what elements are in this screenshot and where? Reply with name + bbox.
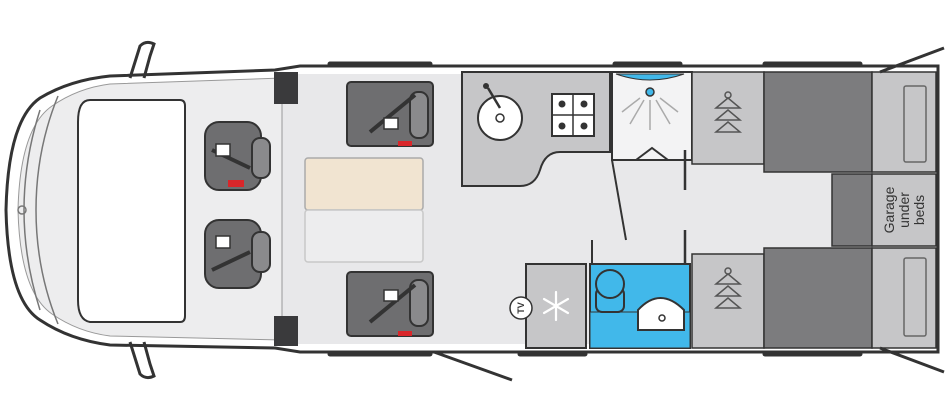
b-pillar-top	[274, 72, 298, 104]
rear-seat-top	[346, 81, 434, 147]
snowflake-icon	[542, 290, 570, 322]
bed-step	[831, 173, 873, 247]
garage-label-line3: beds	[911, 195, 927, 225]
bed-top	[763, 71, 937, 173]
hob-icon	[551, 93, 595, 137]
fridge-unit	[525, 263, 587, 349]
b-pillar-bottom	[274, 316, 298, 346]
tv-label-left: TV	[516, 302, 526, 314]
cab-seat-passenger	[204, 219, 271, 289]
cab-seat-driver	[204, 121, 271, 191]
partition-wall	[611, 159, 627, 241]
bonnet-lines	[23, 95, 59, 325]
basin	[637, 297, 685, 331]
window-marks	[327, 61, 863, 357]
shower-cubicle	[611, 71, 693, 161]
shower-icon	[621, 87, 679, 130]
garage-panel	[871, 173, 937, 247]
wardrobe-bottom	[691, 253, 765, 349]
sink-icon	[477, 95, 523, 141]
mirror-right	[128, 341, 156, 380]
toilet-icon	[595, 269, 625, 313]
garage-label-line2: under	[896, 192, 912, 228]
bathroom	[589, 263, 691, 349]
garage-label: Garage under beds	[881, 186, 927, 233]
hanger-icon	[713, 91, 743, 133]
kitchen-unit	[461, 71, 611, 187]
wardrobe-top	[691, 71, 765, 165]
dinette-table	[304, 157, 424, 263]
bed-bottom	[763, 247, 937, 349]
rear-door-top	[879, 46, 945, 74]
tv-marker-left: TV	[509, 296, 533, 320]
habitation-door	[433, 350, 513, 382]
mirror-left	[128, 40, 156, 79]
rear-seat-bottom	[346, 271, 434, 337]
garage-label-line1: Garage	[881, 186, 897, 233]
rear-door-bottom	[879, 346, 945, 374]
windscreen	[77, 99, 186, 323]
badge	[17, 205, 27, 215]
hanger-icon	[713, 267, 743, 309]
